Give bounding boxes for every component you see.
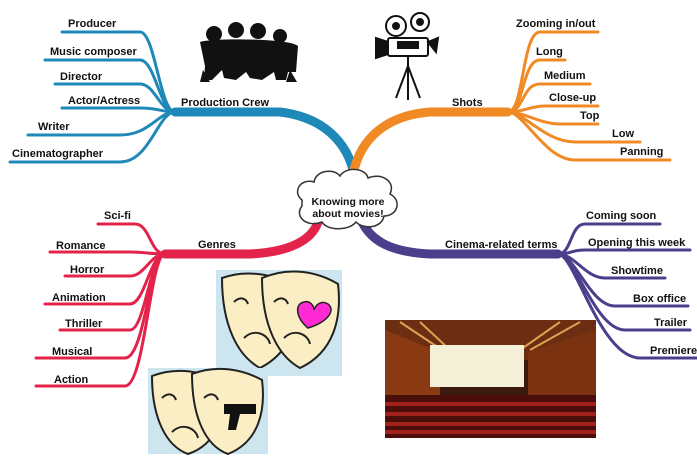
center-cloud: [296, 168, 398, 230]
genres-item: Thriller: [65, 318, 103, 330]
people-silhouette-icon: [200, 22, 298, 82]
production-crew-label: Production Crew: [181, 97, 270, 109]
cinema-terms-item: Trailer: [654, 317, 688, 329]
genres-item: Sci-fi: [104, 210, 131, 222]
film-camera-icon: [375, 12, 440, 100]
cinema-terms-item: Premiere: [650, 345, 697, 357]
central-topic-line-2: about movies!: [312, 208, 384, 220]
production-crew-item: Cinematographer: [12, 148, 104, 160]
cinema-terms-item: Showtime: [611, 265, 663, 277]
cinema-terms-label: Cinema-related terms: [445, 239, 558, 251]
shots-item: Top: [580, 110, 600, 122]
cinema-hall-photo: [385, 320, 596, 438]
genres-branch: [34, 217, 323, 388]
shots-item: Long: [536, 46, 563, 58]
production-crew-item: Director: [60, 71, 103, 83]
shots-label: Shots: [452, 97, 483, 109]
central-topic-line-1: Knowing more: [311, 196, 385, 208]
shots-branch: [347, 30, 672, 187]
cinema-terms-item: Coming soon: [586, 210, 657, 222]
genres-item: Action: [54, 374, 89, 386]
shots-item: Zooming in/out: [516, 18, 596, 30]
theater-masks-gun-icon: [148, 367, 268, 456]
cinema-terms-item: Box office: [633, 293, 687, 305]
production-crew-item: Producer: [68, 18, 117, 30]
genres-label: Genres: [198, 239, 236, 251]
gun-icon: [224, 404, 256, 430]
shots-item: Medium: [544, 70, 586, 82]
heart-icon: [296, 300, 332, 329]
cinema-terms-branch: [357, 217, 697, 360]
genres-item: Horror: [70, 264, 105, 276]
shots-item: Close-up: [549, 92, 597, 104]
shots-item: Panning: [620, 146, 664, 158]
cinema-terms-item: Opening this week: [588, 237, 686, 249]
production-crew-item: Actor/Actress: [68, 95, 141, 107]
genres-item: Romance: [56, 240, 106, 252]
theater-masks-heart-icon: [216, 270, 342, 376]
genres-item: Animation: [52, 292, 106, 304]
production-crew-item: Writer: [38, 121, 70, 133]
central-topic: Knowing more about movies!: [300, 196, 396, 220]
shots-item: Low: [612, 128, 634, 140]
production-crew-item: Music composer: [50, 46, 137, 58]
genres-item: Musical: [52, 346, 93, 358]
